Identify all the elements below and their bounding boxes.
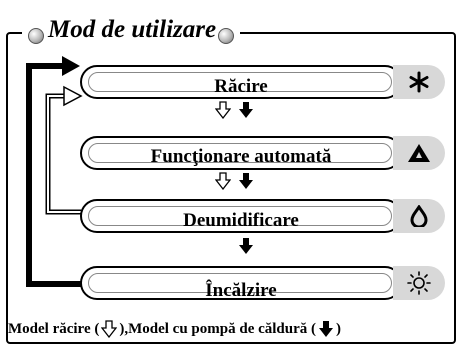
heat-pump-cycle-arrowhead-icon: [62, 56, 80, 76]
cooling-icon-tab: [393, 65, 445, 99]
mode-label-auto: Funcţionare automată: [150, 146, 332, 167]
heat-pump-cycle-line-bottom: [26, 281, 82, 287]
cooling-legend-arrow-icon: [101, 320, 118, 338]
legend-heat-pump-text: ),Model cu pompă de căldură (: [119, 320, 317, 337]
heat-pump-flow-arrow-icon: [239, 238, 253, 254]
snowflake-icon: [409, 71, 429, 93]
cooling-flow-arrow-icon: [215, 101, 231, 119]
heating-icon-tab: [393, 266, 445, 300]
mode-label-cooling: Răcire: [214, 76, 268, 97]
knob-icon-left: [28, 28, 44, 44]
cooling-flow-arrow-icon: [215, 172, 231, 190]
mode-row-heating: [80, 266, 402, 300]
mode-row-cooling: [80, 65, 402, 99]
dehumidify-icon-tab: [393, 199, 445, 233]
auto-triangle-icon: [408, 144, 430, 162]
legend: Model răcire ( ),Model cu pompă de căldu…: [8, 320, 341, 338]
legend-close-text: ): [336, 320, 342, 337]
heat-pump-cycle-line-vertical: [26, 63, 32, 287]
mode-row-dehumidify: [80, 199, 402, 233]
mode-label-dehumidify: Deumidificare: [183, 210, 299, 231]
heat-pump-cycle-line-top: [26, 63, 64, 69]
sun-icon: [407, 271, 431, 295]
droplet-icon: [410, 205, 428, 227]
knob-icon-right: [218, 28, 235, 44]
panel-title: Mod de utilizare: [48, 16, 217, 43]
heat-pump-flow-arrow-icon: [239, 173, 253, 189]
panel-title-group: Mod de utilizare: [22, 12, 241, 48]
legend-cooling-text: Model răcire (: [8, 320, 100, 337]
heat-pump-legend-arrow-icon: [319, 321, 334, 337]
heat-pump-flow-arrow-icon: [239, 102, 253, 118]
cooling-cycle-line: [45, 85, 83, 215]
auto-icon-tab: [393, 136, 445, 170]
mode-label-heating: Încălzire: [205, 280, 277, 301]
mode-row-auto: [80, 136, 402, 170]
